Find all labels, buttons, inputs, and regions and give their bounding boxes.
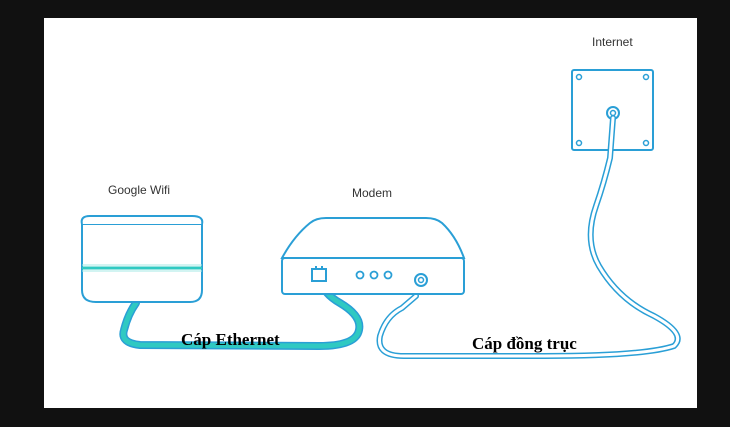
- coax-cable: [376, 115, 681, 359]
- modem-label: Modem: [352, 186, 393, 200]
- diagram-canvas: Internet Google Wifi Modem Cáp Ethernet …: [44, 18, 697, 408]
- coax-cable-label: Cáp đồng trục: [472, 334, 577, 353]
- network-diagram: [80, 69, 681, 359]
- ethernet-cable: [119, 276, 364, 350]
- modem-device: [280, 217, 466, 295]
- internet-label: Internet: [592, 35, 633, 49]
- ethernet-cable-label: Cáp Ethernet: [181, 330, 280, 349]
- google-wifi-device: [80, 215, 204, 303]
- google-wifi-label: Google Wifi: [108, 183, 171, 197]
